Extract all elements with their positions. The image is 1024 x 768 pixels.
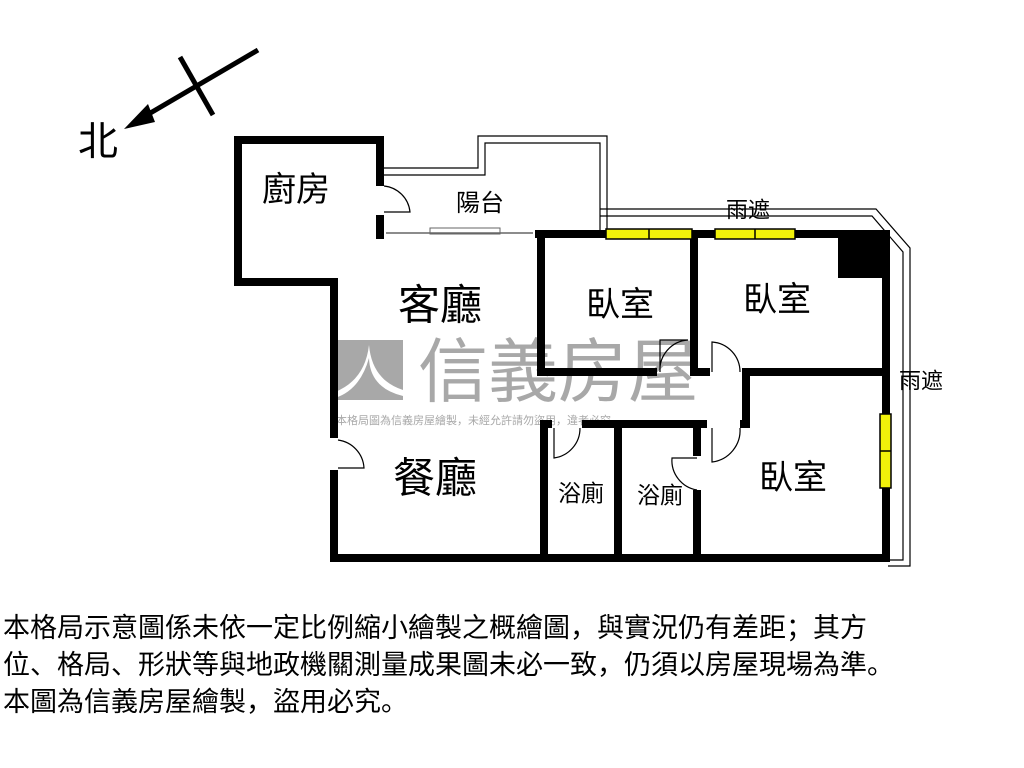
sliding-door <box>386 227 533 235</box>
structural-column <box>838 230 890 278</box>
label-bedroom-3: 臥室 <box>759 458 827 498</box>
door-bath-2 <box>671 457 698 491</box>
north-label: 北 <box>78 119 118 165</box>
outdoor-outlines <box>380 135 911 567</box>
label-bathroom-1: 浴廁 <box>558 481 604 507</box>
north-arrow-icon <box>124 104 155 129</box>
disclaimer-line: 本圖為信義房屋繪製，盜用必究。 <box>3 687 408 718</box>
label-bathroom-2: 浴廁 <box>637 483 683 509</box>
label-kitchen: 廚房 <box>262 170 330 210</box>
label-bedroom-1: 臥室 <box>586 285 654 325</box>
disclaimer-text: 本格局示意圖係未依一定比例縮小繪製之概繪圖，與實況仍有差距；其方 位、格局、形狀… <box>3 610 1023 721</box>
walls <box>234 136 890 562</box>
label-bedroom-2: 臥室 <box>743 280 811 320</box>
label-canopy-top: 雨遮 <box>726 199 770 224</box>
door-bedroom-3 <box>711 427 741 463</box>
disclaimer-line: 位、格局、形狀等與地政機關測量成果圖未必一致，仍須以房屋現場為準。 <box>3 650 894 681</box>
compass-cross-line <box>177 55 216 117</box>
doors <box>337 185 741 491</box>
room-labels: 廚房 陽台 客廳 臥室 臥室 雨遮 雨遮 餐廳 浴廁 浴廁 臥室 <box>262 170 943 509</box>
door-bath-1 <box>553 427 581 459</box>
label-canopy-right: 雨遮 <box>899 370 943 395</box>
north-compass: 北 <box>78 47 260 165</box>
door-bedroom-2 <box>711 341 741 373</box>
watermark: 信義房屋 本格局圖為信義房屋繪製，未經允許請勿盜用，違者必究 <box>335 331 698 427</box>
label-living-room: 客廳 <box>398 281 482 330</box>
disclaimer-line: 本格局示意圖係未依一定比例縮小繪製之概繪圖，與實況仍有差距；其方 <box>3 613 867 644</box>
door-bedroom-1 <box>659 339 689 373</box>
label-balcony: 陽台 <box>456 189 504 217</box>
watermark-notice: 本格局圖為信義房屋繪製，未經允許請勿盜用，違者必究 <box>336 413 611 427</box>
label-dining-room: 餐廳 <box>393 454 477 503</box>
door-entrance <box>337 439 365 469</box>
logo-roof-shape <box>335 345 403 398</box>
door-kitchen-balcony <box>383 185 411 213</box>
windows <box>605 228 892 489</box>
